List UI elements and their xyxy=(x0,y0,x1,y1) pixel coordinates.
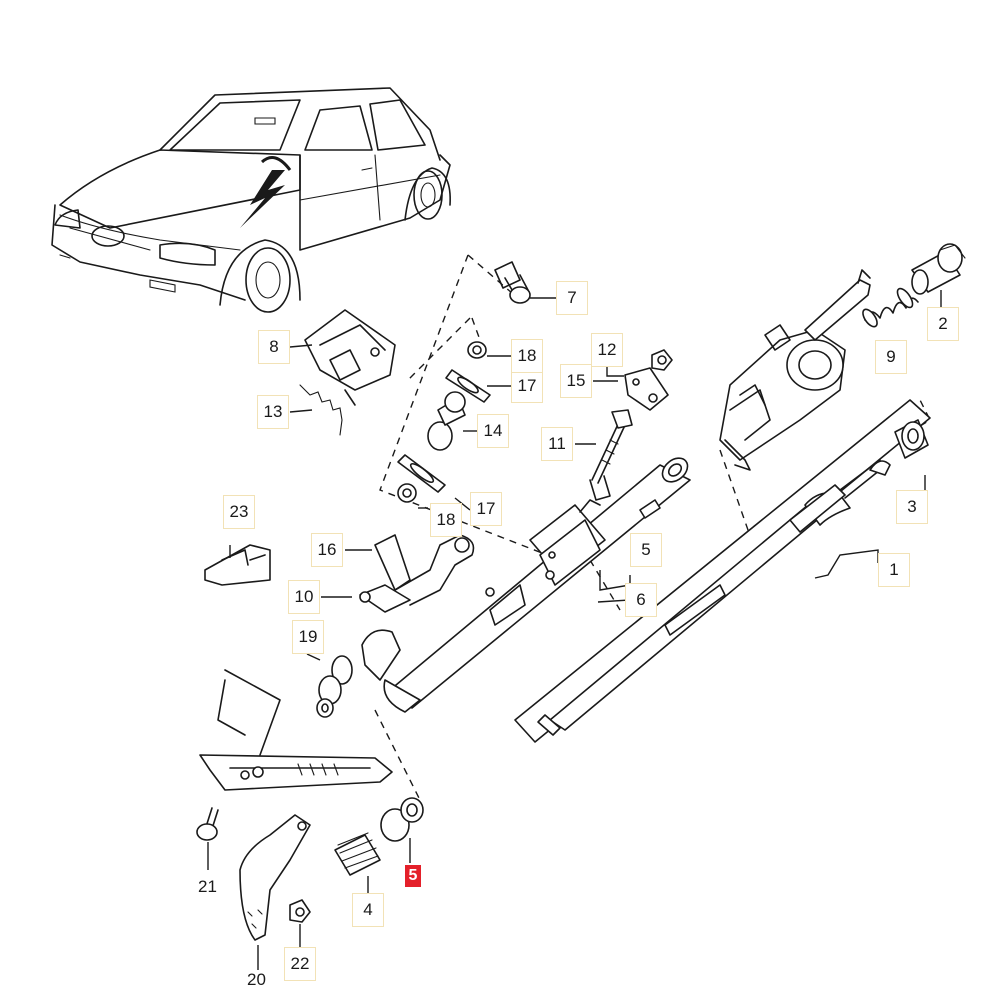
leader-lines xyxy=(207,290,942,970)
callout-9[interactable]: 9 xyxy=(875,340,907,374)
car-illustration xyxy=(51,87,451,313)
callout-21[interactable]: 21 xyxy=(198,877,217,896)
callout-4[interactable]: 4 xyxy=(352,893,384,927)
callout-20[interactable]: 20 xyxy=(247,970,266,989)
callout-7[interactable]: 7 xyxy=(556,281,588,315)
pedal-assembly xyxy=(196,669,424,941)
callout-17-upper[interactable]: 17 xyxy=(511,369,543,403)
callout-22[interactable]: 22 xyxy=(284,947,316,981)
callout-17-lower[interactable]: 17 xyxy=(470,492,502,526)
callout-6[interactable]: 6 xyxy=(625,583,657,617)
callout-11[interactable]: 11 xyxy=(541,427,573,461)
steering-column xyxy=(383,457,691,713)
callout-1[interactable]: 1 xyxy=(878,553,910,587)
callout-13[interactable]: 13 xyxy=(257,395,289,429)
callout-16[interactable]: 16 xyxy=(311,533,343,567)
callout-8[interactable]: 8 xyxy=(258,330,290,364)
callout-15[interactable]: 15 xyxy=(560,364,592,398)
callout-5[interactable]: 5 xyxy=(630,533,662,567)
callout-2[interactable]: 2 xyxy=(927,307,959,341)
callout-18-lower[interactable]: 18 xyxy=(430,503,462,537)
callout-5-highlighted[interactable]: 5 xyxy=(405,865,421,887)
callout-19[interactable]: 19 xyxy=(292,620,324,654)
switch-assembly xyxy=(719,243,966,471)
callout-10[interactable]: 10 xyxy=(288,580,320,614)
small-parts xyxy=(204,261,673,718)
callout-14[interactable]: 14 xyxy=(477,414,509,448)
steering-shaft xyxy=(514,399,931,743)
callout-3[interactable]: 3 xyxy=(896,490,928,524)
callout-18-upper[interactable]: 18 xyxy=(511,339,543,373)
callout-12[interactable]: 12 xyxy=(591,333,623,367)
callout-23[interactable]: 23 xyxy=(223,495,255,529)
